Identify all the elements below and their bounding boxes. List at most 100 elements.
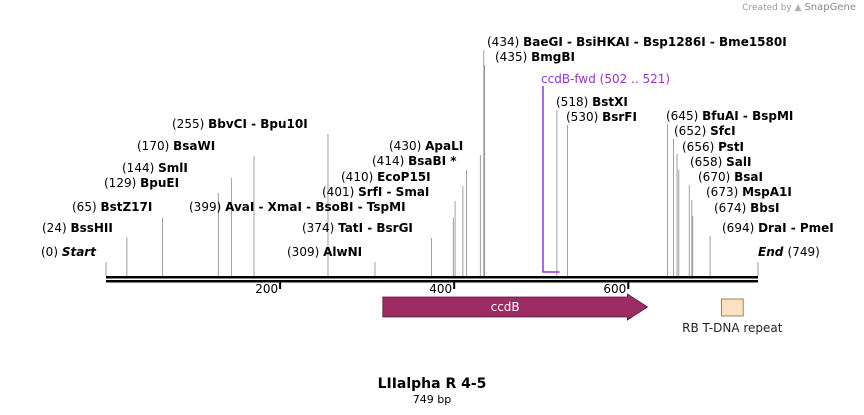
- brand-name: SnapGene: [804, 2, 856, 13]
- enzyme-names[interactable]: BbsI: [750, 201, 779, 215]
- enzyme-names[interactable]: BfuAI - BspMI: [702, 109, 793, 123]
- enzyme-position: (129): [104, 176, 140, 190]
- enzyme-label[interactable]: (374) TatI - BsrGI: [302, 221, 413, 235]
- enzyme-names[interactable]: EcoP15I: [377, 170, 431, 184]
- start-label: (0) Start: [41, 245, 97, 259]
- enzyme-label[interactable]: (430) ApaLI: [389, 139, 463, 153]
- feature-label: RB T-DNA repeat: [682, 321, 783, 335]
- enzyme-position: (673): [706, 185, 742, 199]
- primer-bracket[interactable]: [542, 86, 560, 273]
- enzyme-names[interactable]: TatI - BsrGI: [338, 221, 413, 235]
- enzyme-names[interactable]: BstXI: [592, 95, 628, 109]
- enzyme-position: (170): [137, 139, 173, 153]
- enzyme-label[interactable]: (129) BpuEI: [104, 176, 179, 190]
- ruler-tick-label: 200: [255, 282, 278, 296]
- enzyme-position: (518): [556, 95, 592, 109]
- enzyme-names[interactable]: AvaI - XmaI - BsoBI - TspMI: [225, 200, 405, 214]
- enzyme-names[interactable]: DraI - PmeI: [758, 221, 834, 235]
- enzyme-names[interactable]: BaeGI - BsiHKAI - Bsp1286I - Bme1580I: [523, 35, 787, 49]
- ruler-tick-label: 400: [429, 282, 452, 296]
- enzyme-position: (401): [322, 185, 358, 199]
- feature-ccdb-arrow[interactable]: [382, 293, 649, 321]
- primer-name[interactable]: ccdB-fwd: [541, 72, 600, 86]
- end-name: End: [758, 245, 788, 259]
- enzyme-names[interactable]: BsaI: [734, 170, 763, 184]
- enzyme-label[interactable]: (399) AvaI - XmaI - BsoBI - TspMI: [189, 200, 406, 214]
- enzyme-names[interactable]: SrfI - SmaI: [358, 185, 429, 199]
- snapgene-watermark: Created by ▲ SnapGene: [742, 2, 856, 13]
- enzyme-names[interactable]: BmgBI: [531, 50, 575, 64]
- enzyme-position: (656): [682, 140, 718, 154]
- enzyme-names[interactable]: PstI: [718, 140, 744, 154]
- enzyme-label[interactable]: (645) BfuAI - BspMI: [666, 109, 793, 123]
- enzyme-label[interactable]: (434) BaeGI - BsiHKAI - Bsp1286I - Bme15…: [487, 35, 787, 49]
- enzyme-names[interactable]: BbvCI - Bpu10I: [208, 117, 308, 131]
- enzyme-position: (255): [172, 117, 208, 131]
- enzyme-label[interactable]: (674) BbsI: [714, 201, 779, 215]
- enzyme-label[interactable]: (518) BstXI: [556, 95, 628, 109]
- enzyme-position: (410): [341, 170, 377, 184]
- enzyme-label[interactable]: (652) SfcI: [674, 124, 736, 138]
- end-position: (749): [788, 245, 820, 259]
- enzyme-label[interactable]: (144) SmlI: [122, 161, 188, 175]
- enzyme-names[interactable]: SmlI: [158, 161, 188, 175]
- feature-label: ccdB: [491, 300, 520, 314]
- enzyme-label[interactable]: (414) BsaBI *: [372, 154, 457, 168]
- enzyme-names[interactable]: BstZ17I: [100, 200, 152, 214]
- sequence-length: 749 bp: [412, 393, 452, 406]
- enzyme-label[interactable]: (694) DraI - PmeI: [722, 221, 834, 235]
- enzyme-position: (434): [487, 35, 523, 49]
- enzyme-position: (435): [495, 50, 531, 64]
- enzyme-label[interactable]: (435) BmgBI: [495, 50, 575, 64]
- enzyme-label[interactable]: (410) EcoP15I: [341, 170, 431, 184]
- enzyme-names[interactable]: BsaBI *: [408, 154, 457, 168]
- enzyme-label[interactable]: (255) BbvCI - Bpu10I: [172, 117, 308, 131]
- enzyme-label[interactable]: (65) BstZ17I: [72, 200, 152, 214]
- end-label: End (749): [758, 245, 820, 259]
- enzyme-position: (65): [72, 200, 100, 214]
- snapgene-logo-icon: ▲: [794, 3, 802, 13]
- enzyme-position: (374): [302, 221, 338, 235]
- enzyme-label[interactable]: (401) SrfI - SmaI: [322, 185, 429, 199]
- enzyme-position: (645): [666, 109, 702, 123]
- enzyme-position: (658): [690, 155, 726, 169]
- enzyme-position: (309): [287, 245, 323, 259]
- enzyme-position: (674): [714, 201, 750, 215]
- start-position: (0): [41, 245, 62, 259]
- enzyme-position: (144): [122, 161, 158, 175]
- enzyme-names[interactable]: BsrFI: [602, 110, 637, 124]
- enzyme-position: (670): [698, 170, 734, 184]
- enzyme-names[interactable]: BssHII: [70, 221, 112, 235]
- feature-rb-t-dna-repeat-box[interactable]: [721, 298, 744, 317]
- enzyme-label[interactable]: (309) AlwNI: [287, 245, 362, 259]
- primer-label[interactable]: ccdB-fwd (502 .. 521): [541, 72, 670, 86]
- enzyme-label[interactable]: (530) BsrFI: [566, 110, 637, 124]
- enzyme-names[interactable]: AlwNI: [323, 245, 362, 259]
- enzyme-label[interactable]: (673) MspA1I: [706, 185, 792, 199]
- backbone-bottom-strand: [106, 280, 758, 283]
- enzyme-position: (694): [722, 221, 758, 235]
- backbone-top-strand: [106, 276, 758, 279]
- enzyme-position: (24): [42, 221, 70, 235]
- enzyme-position: (530): [566, 110, 602, 124]
- enzyme-label[interactable]: (24) BssHII: [42, 221, 113, 235]
- brand-prefix: Created by: [742, 3, 792, 13]
- enzyme-names[interactable]: SalI: [726, 155, 751, 169]
- enzyme-label[interactable]: (658) SalI: [690, 155, 751, 169]
- enzyme-names[interactable]: SfcI: [710, 124, 735, 138]
- enzyme-names[interactable]: MspA1I: [742, 185, 792, 199]
- sequence-title: LIIalpha R 4-5: [377, 376, 487, 392]
- enzyme-names[interactable]: ApaLI: [425, 139, 463, 153]
- ruler-tick-label: 600: [603, 282, 626, 296]
- start-name: Start: [62, 245, 97, 259]
- enzyme-position: (652): [674, 124, 710, 138]
- primer-range: (502 .. 521): [600, 72, 670, 86]
- enzyme-names[interactable]: BsaWI: [173, 139, 215, 153]
- enzyme-label[interactable]: (170) BsaWI: [137, 139, 215, 153]
- enzyme-label[interactable]: (656) PstI: [682, 140, 744, 154]
- enzyme-position: (414): [372, 154, 408, 168]
- enzyme-names[interactable]: BpuEI: [140, 176, 179, 190]
- enzyme-label[interactable]: (670) BsaI: [698, 170, 763, 184]
